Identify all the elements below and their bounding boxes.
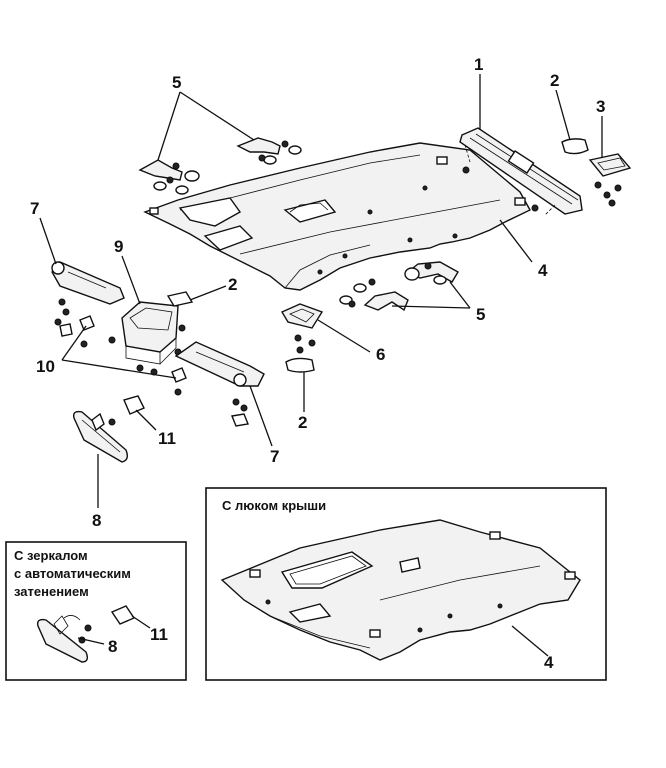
visor-clip-left xyxy=(79,315,95,331)
assist-grip-rear xyxy=(236,137,302,165)
callout-8-inset: 8 xyxy=(108,637,117,656)
map-lamp xyxy=(280,303,324,354)
screw xyxy=(462,166,539,212)
rear-dome-lamp xyxy=(588,153,632,207)
inset-mirror-title-line3: затенением xyxy=(14,584,89,599)
leader-lines xyxy=(39,74,603,508)
inset-sunroof-title: С люком крыши xyxy=(222,498,326,513)
callout-2-low: 2 xyxy=(298,413,307,432)
map-lamp-lens xyxy=(285,357,315,373)
callout-4-inset: 4 xyxy=(544,653,554,672)
rear-trim-rail xyxy=(459,127,583,216)
visor-clip-right xyxy=(171,367,187,383)
callout-11: 11 xyxy=(158,429,176,448)
callout-8: 8 xyxy=(92,511,101,530)
inset-sunroof-headliner: С люком крыши 4 xyxy=(205,487,607,681)
console-lens xyxy=(166,291,194,307)
callout-5-right: 5 xyxy=(476,305,485,324)
sun-visor-right xyxy=(174,341,265,427)
assist-grip-right-lower xyxy=(339,278,409,312)
callout-7-right: 7 xyxy=(270,447,279,466)
inset-auto-dimming-mirror: С зеркалом с автоматическим затенением 8… xyxy=(5,541,187,681)
overhead-console xyxy=(108,301,186,376)
callout-1: 1 xyxy=(474,55,483,74)
callout-5-top: 5 xyxy=(172,73,181,92)
callout-2-mid: 2 xyxy=(228,275,237,294)
rear-view-mirror xyxy=(72,410,129,463)
inset-mirror-title-line2: с автоматическим xyxy=(14,566,131,581)
callout-4: 4 xyxy=(538,261,548,280)
callout-2-top: 2 xyxy=(550,71,559,90)
screw xyxy=(174,388,182,396)
callout-11-inset: 11 xyxy=(150,625,168,644)
headliner-panel xyxy=(143,142,531,291)
callout-6: 6 xyxy=(376,345,385,364)
inset-mirror-title-line1: С зеркалом xyxy=(14,548,88,563)
callout-9: 9 xyxy=(114,237,123,256)
assist-grip-right xyxy=(404,261,459,285)
mirror-cover xyxy=(123,395,145,415)
lamp-lens-top xyxy=(561,138,589,155)
sun-visor-left xyxy=(51,261,125,348)
callout-3: 3 xyxy=(596,97,605,116)
callout-10: 10 xyxy=(36,357,55,376)
assist-grip-front xyxy=(138,159,200,195)
callout-7-left: 7 xyxy=(30,199,39,218)
